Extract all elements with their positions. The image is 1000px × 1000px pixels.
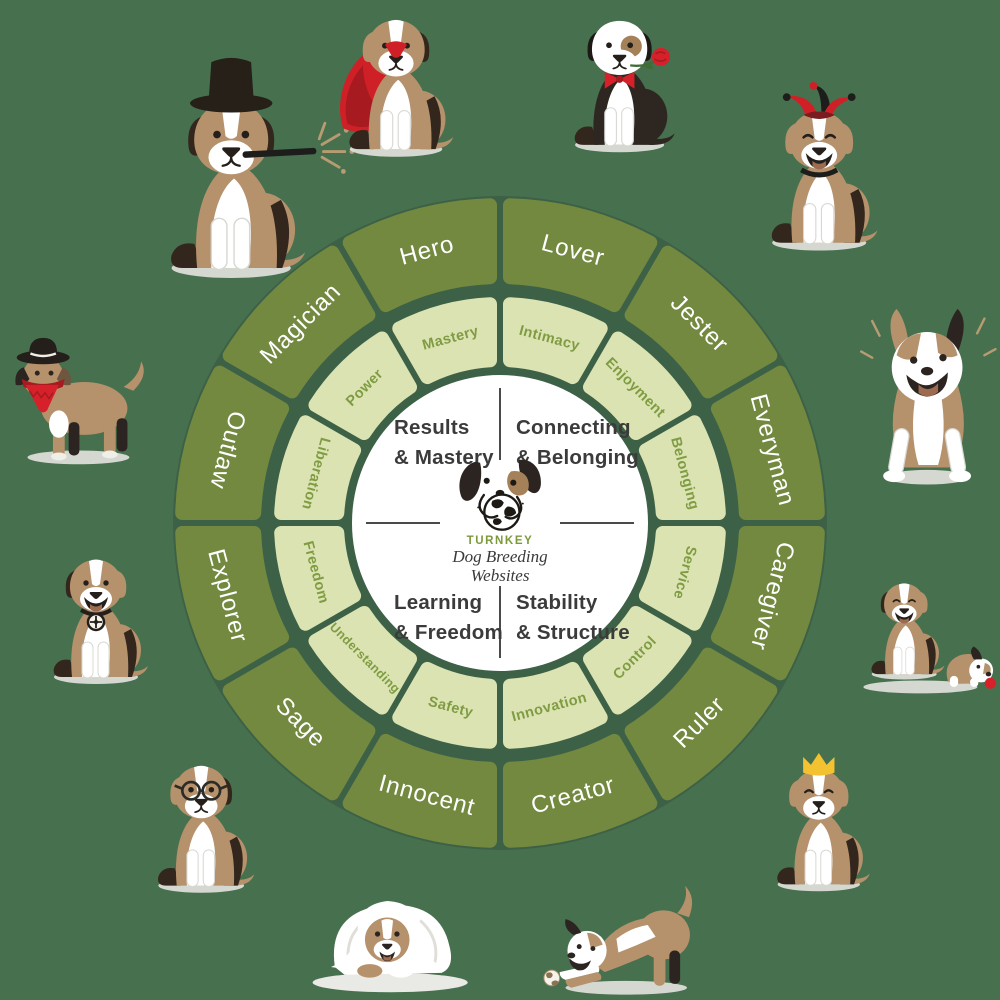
value-segment-service [638,526,726,631]
archetype-segment-everyman [710,365,825,520]
everyman-dog-happy-run-illustration [860,308,997,485]
value-segment-safety [392,661,497,749]
value-segment-belonging [638,415,726,520]
quadrant-label-connecting-belonging: Connecting & Belonging [516,413,639,472]
quadrant-line: Results [394,416,470,439]
value-segment-understanding [308,606,417,715]
quadrant-line: Connecting [516,416,631,439]
value-segment-power [308,331,417,440]
quadrant-line: & Freedom [394,620,503,644]
archetype-segment-hero [342,198,497,313]
archetype-segment-outlaw [175,365,290,520]
quadrant-line: & Belonging [516,445,639,469]
archetype-segment-explorer [175,526,290,681]
quadrant-line: & Mastery [394,445,494,469]
lover-dog-bowtie-rose-illustration [574,20,675,153]
value-segment-enjoyment [583,331,692,440]
quadrant-line: Stability [516,591,598,614]
explorer-dog-compass-illustration [53,559,148,684]
innocent-dog-blanket-illustration [312,901,468,993]
ruler-dog-crown-illustration [777,753,870,892]
archetype-segment-ruler [624,647,778,801]
logo-dog-globe-icon [459,459,541,531]
value-segment-intimacy [503,297,608,385]
quadrant-divider-lines [366,388,634,658]
archetype-segment-lover [503,198,658,313]
archetype-segment-caregiver [710,526,825,681]
archetype-segment-creator [503,733,658,848]
hero-dog-red-cape-illustration [339,19,454,157]
quadrant-label-learning-freedom: Learning & Freedom [394,588,503,647]
value-segment-innovation [503,661,608,749]
turnkey-logo: TURNKEY Dog Breeding Websites [408,458,592,585]
quadrant-line: Learning [394,591,483,614]
jester-dog-jester-hat-illustration [771,82,878,251]
quadrant-label-results-mastery: Results & Mastery [394,413,494,472]
archetype-segment-magician [222,245,376,399]
value-segment-freedom [274,526,362,631]
logo-brand-text: TURNKEY [466,535,534,547]
caregiver-dog-with-puppy-illustration [863,583,996,694]
archetype-segment-sage [222,647,376,801]
logo-name-line2: Websites [470,566,530,586]
caregiver-puppy [946,646,994,687]
quadrant-label-stability-structure: Stability & Structure [516,588,630,647]
value-segment-control [583,606,692,715]
archetype-segment-jester [624,245,778,399]
value-segment-liberation [274,415,362,520]
logo-name-line1: Dog Breeding [452,547,548,566]
outlaw-dog-cowboy-hat-bandana-illustration [15,337,144,465]
archetype-segment-innocent [342,733,497,848]
magician-dog-top-hat-wand-illustration [171,57,355,278]
creator-dog-play-bow-globe-ball-illustration [543,885,693,995]
quadrant-line: & Structure [516,620,630,644]
sage-dog-glasses-illustration [158,765,255,893]
value-segment-mastery [392,297,497,385]
